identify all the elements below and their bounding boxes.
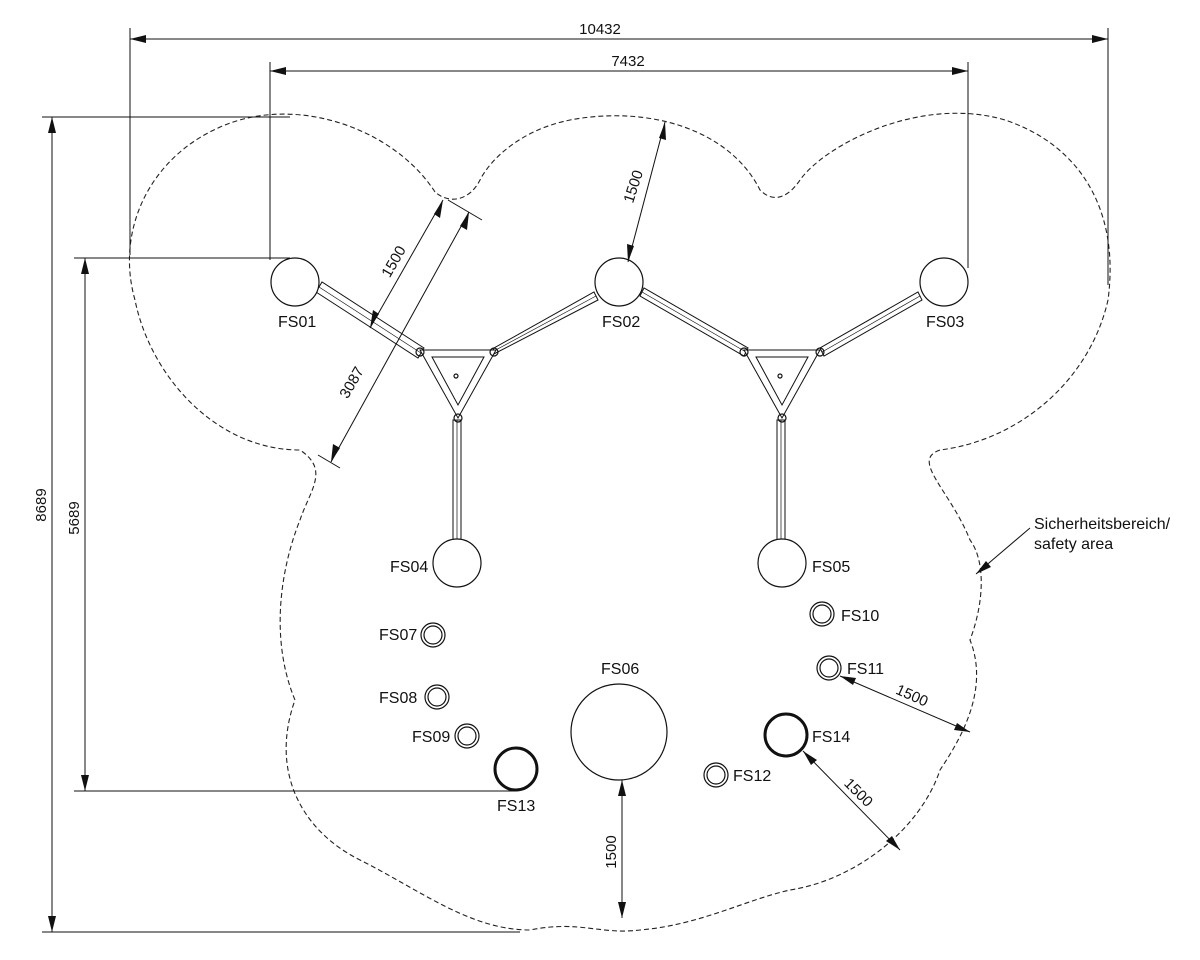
label-fs08: FS08: [379, 690, 417, 707]
post-fs04: [432, 538, 482, 588]
post-labels: FS01 FS02 FS03 FS04 FS05 FS06 FS07 FS08 …: [278, 314, 964, 815]
dimension-post-to-fs13: 5689: [66, 257, 516, 792]
label-fs01: FS01: [278, 314, 316, 331]
post-fs07: [420, 622, 446, 648]
dim-text-fs01-clearance: 1500: [378, 243, 409, 280]
post-fs09: [454, 723, 480, 749]
label-fs06: FS06: [601, 661, 639, 678]
label-fs04: FS04: [390, 559, 428, 576]
post-fs01: [270, 257, 320, 307]
frame-left: [315, 281, 599, 541]
post-fs02: [594, 257, 644, 307]
posts: [270, 257, 969, 792]
dim-text-fs06-clearance: 1500: [603, 835, 620, 868]
dim-text-overall-width: 10432: [579, 21, 621, 38]
label-fs09: FS09: [412, 729, 450, 746]
label-fs03: FS03: [926, 314, 964, 331]
label-fs10: FS10: [841, 608, 879, 625]
label-fs11: FS11: [847, 661, 884, 678]
dimension-overall-width: 10432: [129, 21, 1109, 285]
dimension-fs11-clearance: 1500: [839, 675, 971, 733]
post-fs08: [424, 684, 450, 710]
dim-text-post-to-fs13: 5689: [66, 501, 83, 534]
dimension-fs02-clearance: 1500: [620, 121, 666, 263]
label-fs02: FS02: [602, 314, 640, 331]
safety-area-outline: [128, 112, 1111, 932]
post-fs06: [570, 683, 668, 781]
dimension-fs01-clearance: 1500: [369, 199, 444, 329]
dim-text-post-span: 7432: [611, 53, 644, 70]
post-fs10: [809, 601, 835, 627]
dimension-fs14-clearance: 1500: [802, 750, 901, 851]
post-fs12: [703, 762, 729, 788]
dim-text-overall-height: 8689: [33, 488, 50, 521]
dim-text-fs01-to-edge: 3087: [336, 364, 367, 401]
label-fs14: FS14: [812, 729, 850, 746]
dimension-overall-height: 8689: [33, 116, 520, 933]
post-fs11: [816, 655, 842, 681]
post-fs14: [763, 712, 809, 758]
dim-text-fs14-clearance: 1500: [840, 775, 876, 811]
label-fs13: FS13: [497, 798, 535, 815]
post-fs03: [919, 257, 969, 307]
dim-text-fs11-clearance: 1500: [893, 681, 930, 710]
frame-right: [639, 287, 923, 541]
safety-area-label-line1: Sicherheitsbereich/: [1034, 516, 1171, 533]
post-fs05: [757, 538, 807, 588]
dimension-post-span: 7432: [269, 53, 969, 268]
structure-frames: [315, 281, 923, 541]
dimension-fs06-clearance: 1500: [603, 780, 626, 918]
label-fs05: FS05: [812, 559, 850, 576]
label-fs12: FS12: [733, 768, 771, 785]
safety-area-annotation: Sicherheitsbereich/ safety area: [975, 516, 1171, 575]
label-fs07: FS07: [379, 627, 417, 644]
post-fs13: [493, 746, 539, 792]
safety-area-label-line2: safety area: [1034, 536, 1113, 553]
dim-text-fs02-clearance: 1500: [620, 168, 646, 205]
